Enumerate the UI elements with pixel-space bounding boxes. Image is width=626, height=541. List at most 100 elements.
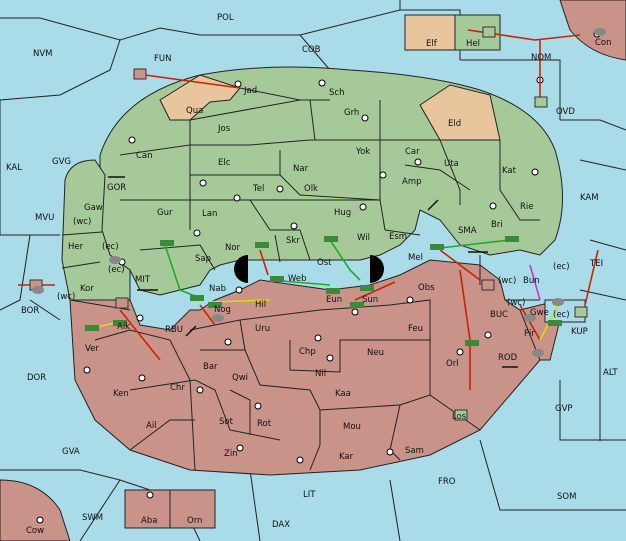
sea-label-som[interactable]: SOM xyxy=(557,492,576,502)
land-label-skr[interactable]: Skr xyxy=(286,236,300,246)
land-label-wc1[interactable]: (wc) xyxy=(73,217,91,227)
province-cow[interactable] xyxy=(0,479,71,541)
land-label-bar[interactable]: Bar xyxy=(203,362,218,372)
land-label-kup[interactable]: KUP xyxy=(571,327,588,337)
sea-label-cob[interactable]: COB xyxy=(302,45,321,55)
land-label-nar[interactable]: Nar xyxy=(293,164,309,174)
land-label-wc2[interactable]: (wc) xyxy=(57,292,75,302)
province-eld[interactable] xyxy=(419,84,501,141)
land-label-neu[interactable]: Neu xyxy=(367,348,384,358)
land-label-hil[interactable]: Hil xyxy=(255,300,266,310)
land-label-gaw[interactable]: Gaw xyxy=(84,203,103,213)
sea-label-nvm[interactable]: NVM xyxy=(33,49,53,59)
land-label-los[interactable]: Los xyxy=(452,412,467,422)
land-label-can[interactable]: Can xyxy=(136,151,153,161)
land-label-sch[interactable]: Sch xyxy=(329,88,344,98)
land-label-gur[interactable]: Gur xyxy=(157,208,173,218)
land-label-kor[interactable]: Kor xyxy=(80,284,94,294)
land-label-nor[interactable]: Nor xyxy=(225,243,241,253)
land-label-feu[interactable]: Feu xyxy=(408,324,423,334)
sea-label-nom[interactable]: NOM xyxy=(531,53,551,63)
land-label-jad[interactable]: Jad xyxy=(243,86,257,96)
land-label-yok[interactable]: Yok xyxy=(355,147,370,157)
land-label-jos[interactable]: Jos xyxy=(217,124,231,134)
land-label-aik[interactable]: Aik xyxy=(117,322,130,332)
land-label-elf[interactable]: Elf xyxy=(426,39,438,49)
sea-label-buc[interactable]: BUC xyxy=(490,310,508,320)
land-label-esm[interactable]: Esm xyxy=(389,232,407,242)
land-label-ec3[interactable]: (ec) xyxy=(553,262,570,272)
land-label-uru[interactable]: Uru xyxy=(255,324,270,334)
province-orn[interactable] xyxy=(169,489,216,529)
land-label-rie[interactable]: Rie xyxy=(520,202,534,212)
land-label-orl[interactable]: Orl xyxy=(446,359,459,369)
land-label-car[interactable]: Car xyxy=(405,147,420,157)
land-label-zin[interactable]: Zin xyxy=(224,449,238,459)
land-label-sot[interactable]: Sot xyxy=(219,417,234,427)
sea-label-fro[interactable]: FRO xyxy=(438,477,456,487)
land-label-kaa[interactable]: Kaa xyxy=(335,389,351,399)
land-label-ec2[interactable]: (ec) xyxy=(108,265,125,275)
land-label-chp[interactable]: Chp xyxy=(299,347,316,357)
sea-label-sma[interactable]: SMA xyxy=(458,226,477,236)
sea-label-dax[interactable]: DAX xyxy=(272,520,290,530)
sea-label-mit[interactable]: MIT xyxy=(135,275,151,285)
land-label-nab[interactable]: Nab xyxy=(209,284,226,294)
sea-label-kal[interactable]: KAL xyxy=(6,163,22,173)
land-label-ken[interactable]: Ken xyxy=(113,389,129,399)
sea-label-mvu[interactable]: MVU xyxy=(35,213,54,223)
sea-label-gvg[interactable]: GVG xyxy=(52,157,71,167)
land-label-ost[interactable]: Ost xyxy=(317,258,332,268)
land-label-sam[interactable]: Sam xyxy=(405,446,424,456)
land-label-ec4[interactable]: (ec) xyxy=(553,310,570,320)
land-label-ver[interactable]: Ver xyxy=(85,344,99,354)
land-label-mou[interactable]: Mou xyxy=(343,422,361,432)
sea-label-dor[interactable]: DOR xyxy=(27,373,46,383)
land-label-bun[interactable]: Bun xyxy=(523,276,540,286)
province-qua[interactable] xyxy=(159,74,241,121)
sea-label-gvp[interactable]: GVP xyxy=(555,404,573,414)
land-label-uta[interactable]: Uta xyxy=(444,159,459,169)
sea-label-rod[interactable]: ROD xyxy=(498,353,518,363)
sea-label-tei[interactable]: TEI xyxy=(589,259,603,269)
sea-label-alt[interactable]: ALT xyxy=(603,368,618,378)
land-label-nog[interactable]: Nog xyxy=(214,305,231,315)
land-label-web[interactable]: Web xyxy=(288,274,307,284)
sea-label-lit[interactable]: LIT xyxy=(303,490,316,500)
sea-label-fun[interactable]: FUN xyxy=(154,54,171,64)
land-label-obs[interactable]: Obs xyxy=(418,283,435,293)
land-label-orn[interactable]: Orn xyxy=(187,516,202,526)
land-label-hel[interactable]: Hel xyxy=(466,39,480,49)
sea-label-gor[interactable]: GOR xyxy=(107,183,126,193)
land-label-ail[interactable]: Ail xyxy=(146,421,157,431)
land-label-gwe[interactable]: Gwe xyxy=(530,308,549,318)
land-label-aba[interactable]: Aba xyxy=(141,516,157,526)
sea-label-kam[interactable]: KAM xyxy=(580,193,599,203)
land-label-wc4[interactable]: (wc) xyxy=(507,298,525,308)
land-label-chr[interactable]: Chr xyxy=(170,383,185,393)
land-label-elc[interactable]: Elc xyxy=(218,158,231,168)
sea-label-ovd[interactable]: OVD xyxy=(556,107,575,117)
land-label-sun[interactable]: Sun xyxy=(362,295,378,305)
land-label-olk[interactable]: Olk xyxy=(304,184,318,194)
land-label-rot[interactable]: Rot xyxy=(257,419,272,429)
land-label-qua[interactable]: Qua xyxy=(186,106,203,116)
land-label-nil[interactable]: Nil xyxy=(315,369,326,379)
land-label-wil[interactable]: Wil xyxy=(357,233,370,243)
land-label-her[interactable]: Her xyxy=(68,242,84,252)
land-label-cow[interactable]: Cow xyxy=(26,526,44,536)
land-label-sap[interactable]: Sap xyxy=(195,254,211,264)
land-label-con[interactable]: Con xyxy=(595,38,612,48)
land-label-amp[interactable]: Amp xyxy=(402,177,422,187)
land-label-tel[interactable]: Tel xyxy=(252,184,264,194)
land-label-wc3[interactable]: (wc) xyxy=(498,276,516,286)
land-label-pir[interactable]: Pir xyxy=(524,329,535,339)
land-label-hug[interactable]: Hug xyxy=(334,208,351,218)
land-label-eun[interactable]: Eun xyxy=(326,295,342,305)
sea-label-rbu[interactable]: RBU xyxy=(165,325,183,335)
land-label-eld[interactable]: Eld xyxy=(448,119,461,129)
land-label-bri[interactable]: Bri xyxy=(491,220,503,230)
land-label-ec1[interactable]: (ec) xyxy=(102,242,119,252)
land-label-grh[interactable]: Grh xyxy=(344,108,359,118)
sea-label-swm[interactable]: SWM xyxy=(82,513,103,523)
